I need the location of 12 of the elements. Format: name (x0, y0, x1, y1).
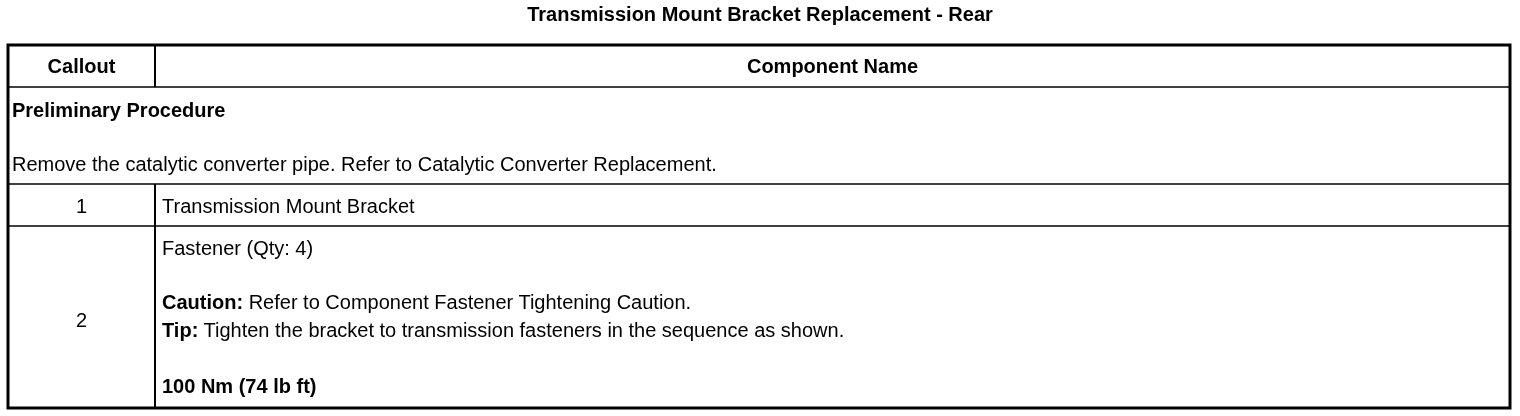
table-cell: Transmission Mount Bracket (162, 194, 415, 218)
caution-note: Caution: Refer to Component Fastener Tightening Caution. (162, 290, 692, 314)
tip-note: Tip: Tighten the bracket to transmission fasteners in the sequence as shown. (162, 318, 845, 342)
torque-spec: 100 Nm (74 lb ft) (162, 374, 317, 398)
diagram-title: Transmission Mount Bracket Replacement - Rear (526, 2, 994, 26)
table-cell: Remove the catalytic converter pipe. Refer to Catalytic Converter Replacement. (12, 152, 717, 176)
column-header: Callout (46, 54, 117, 78)
callout-number: 2 (74, 308, 89, 332)
table-cell: Fastener (Qty: 4) (162, 236, 314, 260)
section-heading: Preliminary Procedure (12, 98, 226, 122)
callout-number: 1 (74, 194, 89, 218)
column-header: Component Name (745, 54, 920, 78)
